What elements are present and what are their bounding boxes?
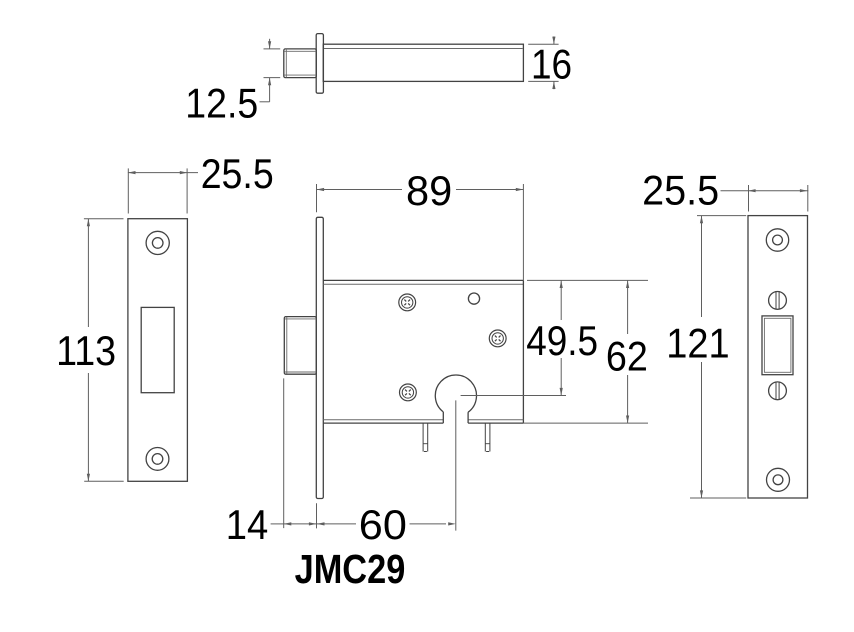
svg-text:12.5: 12.5 [185, 81, 258, 127]
svg-text:25.5: 25.5 [201, 151, 274, 197]
svg-text:60: 60 [359, 502, 407, 548]
svg-text:16: 16 [531, 42, 572, 88]
svg-text:49.5: 49.5 [526, 318, 598, 364]
svg-text:113: 113 [56, 328, 116, 374]
svg-text:89: 89 [406, 168, 452, 214]
svg-text:JMC29: JMC29 [295, 546, 406, 592]
svg-text:14: 14 [226, 502, 268, 548]
svg-text:25.5: 25.5 [642, 167, 719, 213]
svg-text:121: 121 [666, 320, 729, 366]
svg-text:62: 62 [606, 334, 648, 380]
